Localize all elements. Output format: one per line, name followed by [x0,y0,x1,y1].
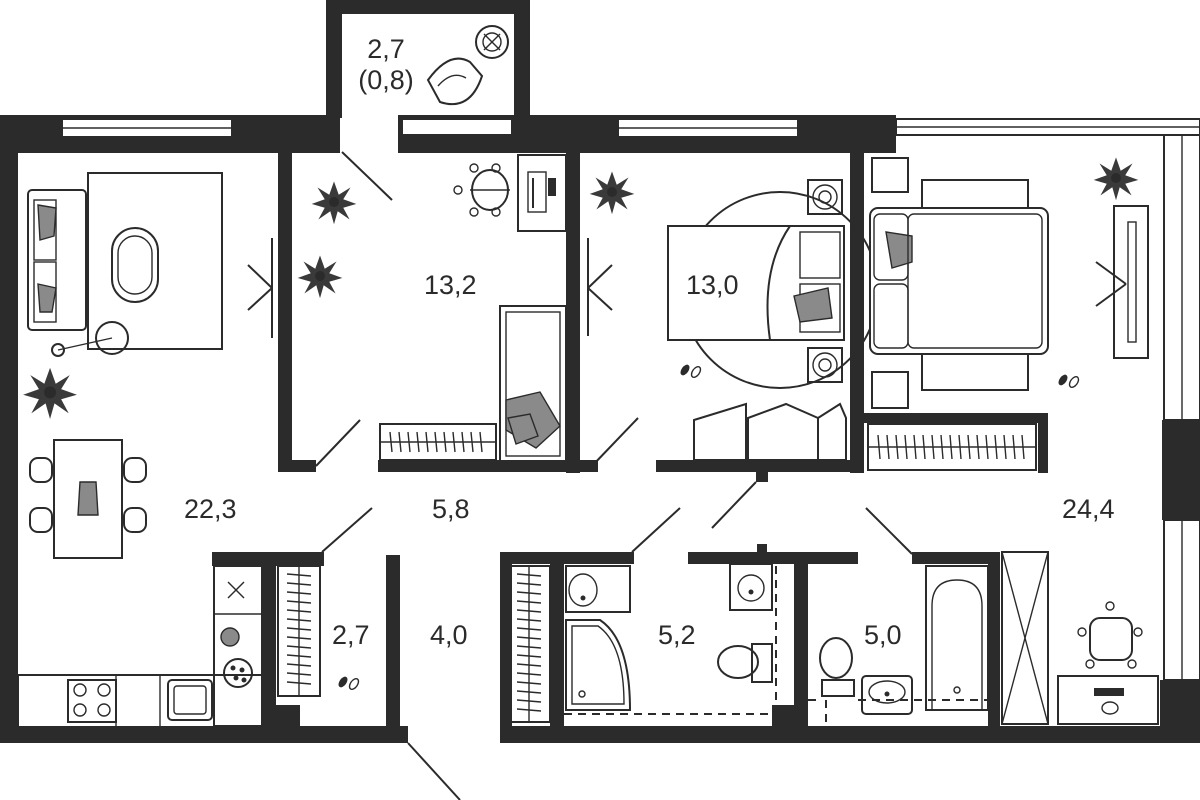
hanger-mark [479,431,483,453]
room-area-bedroom-left: 13,2 [424,270,477,300]
balcony-area: 2,7 [367,34,405,64]
door-swings [315,417,913,800]
hanger-mark [516,618,542,622]
hanger-mark [461,431,465,453]
hanger-mark [286,636,312,640]
hanger-mark [516,600,542,604]
hanger-mark [516,573,542,577]
room-area-bathroom-1: 5,2 [658,620,696,650]
hanger-mark [516,708,542,712]
hanger-mark [389,431,393,453]
room-area-bathroom-2: 5,0 [864,620,902,650]
hanger-mark [286,654,312,658]
hanger-mark [994,434,998,460]
room-area-bedroom-middle: 13,0 [686,270,739,300]
windows [61,118,1200,681]
bathroom-wardrobe-hangers [516,573,542,712]
master-bedroom-furniture [867,155,1159,725]
hanger-mark [1003,434,1007,460]
hanger-mark [1021,434,1025,460]
hanger-mark [443,431,447,453]
bedroom-left-furniture [295,154,567,463]
hanger-mark [286,663,312,667]
hanger-mark [516,654,542,658]
hanger-mark [516,663,542,667]
hanger-mark [516,582,542,586]
hanger-mark [286,618,312,622]
hanger-mark [425,431,429,453]
hanger-mark [904,434,908,460]
hanger-mark [286,681,312,685]
hanger-mark [516,636,542,640]
wardrobe-hangers-left [389,431,483,453]
hanger-mark [949,434,953,460]
hanger-mark [398,431,402,453]
hanger-mark [470,431,474,453]
hanger-mark [1012,434,1016,460]
hanger-mark [931,434,935,460]
hanger-mark [516,699,542,703]
hanger-mark [286,582,312,586]
hanger-mark [940,434,944,460]
bathroom-2-fixtures [808,565,989,724]
hanger-mark [286,600,312,604]
balcony [326,0,530,201]
room-area-hall: 5,8 [432,494,470,524]
hanger-mark [958,434,962,460]
room-area-closet: 2,7 [332,620,370,650]
room-area-master-bedroom: 24,4 [1062,494,1115,524]
balcony-area-coefficient: (0,8) [358,65,414,96]
hanger-mark [286,591,312,595]
closet-hangers [286,573,312,685]
hanger-mark [877,434,881,460]
hanger-mark [516,591,542,595]
hanger-mark [895,434,899,460]
hanger-mark [286,609,312,613]
hanger-mark [286,627,312,631]
hanger-mark [985,434,989,460]
hanger-mark [516,627,542,631]
living-kitchen-furniture [17,172,273,728]
hanger-mark [286,573,312,577]
hanger-mark [922,434,926,460]
hanger-mark [913,434,917,460]
hanger-mark [886,434,890,460]
interior-walls [212,153,1048,743]
hanger-mark [516,609,542,613]
bedroom-middle-furniture [587,169,879,461]
hanger-mark [452,431,456,453]
hanger-mark [516,672,542,676]
hanger-mark [416,431,420,453]
hanger-mark [407,431,411,453]
hanger-mark [516,645,542,649]
hanger-mark [976,434,980,460]
bathroom-1-fixtures [507,563,777,723]
room-area-entrance: 4,0 [430,620,468,650]
wardrobe-hangers-master [877,434,1025,460]
hanger-mark [286,645,312,649]
hanger-mark [967,434,971,460]
hanger-mark [434,431,438,453]
hanger-mark [516,690,542,694]
hanger-mark [286,672,312,676]
room-area-living-kitchen: 22,3 [184,494,237,524]
hanger-mark [516,681,542,685]
room-area-balcony: 2,7 (0,8) [350,34,422,96]
